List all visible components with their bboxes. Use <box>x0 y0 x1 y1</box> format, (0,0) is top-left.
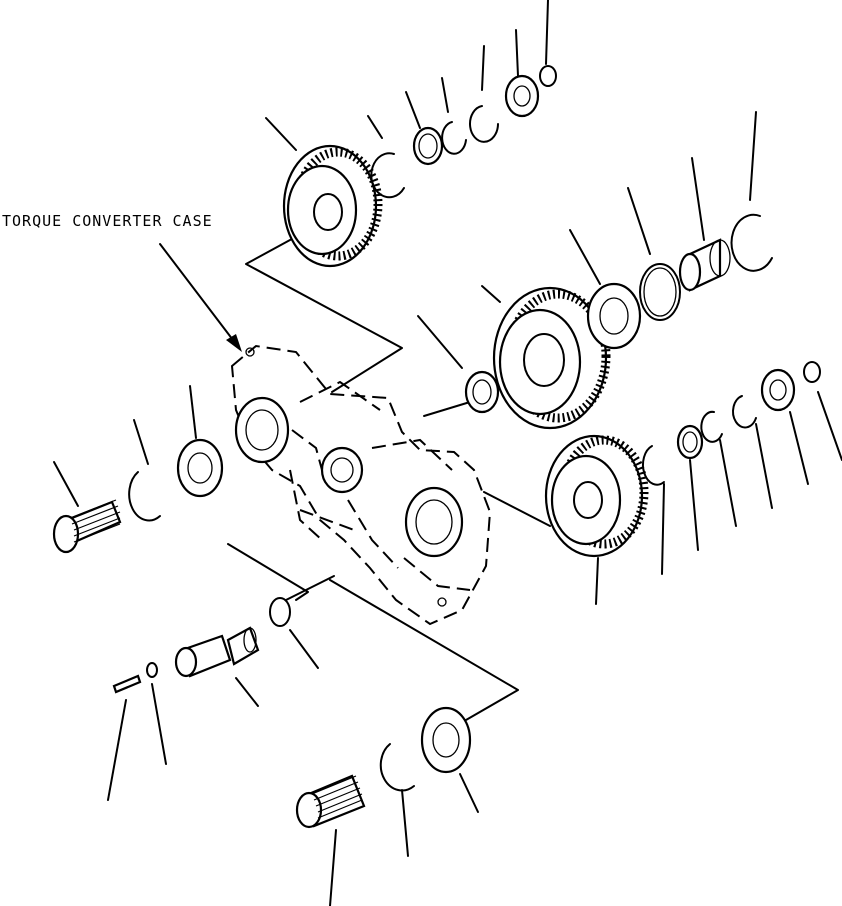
snap-ring-lower-1 <box>642 445 665 575</box>
snap-ring-upper-3 <box>469 45 499 143</box>
spline-coupling-bottom <box>295 774 366 906</box>
o-ring-bottom <box>269 597 319 669</box>
snap-ring-upper-2 <box>441 77 467 155</box>
ball-bearing-lower <box>760 368 809 485</box>
washer-lower <box>803 361 842 461</box>
washer-bottom <box>146 662 167 765</box>
snap-ring-lower-2 <box>700 410 737 527</box>
o-ring-mid <box>627 187 681 321</box>
drive-gear-large <box>481 285 611 430</box>
torque-converter-case-label: TORQUE CONVERTER CASE <box>2 212 213 230</box>
ball-bearing-upper <box>504 29 540 118</box>
snap-ring-bottom <box>379 743 415 857</box>
shim-upper <box>405 91 444 166</box>
snap-ring-lower-3 <box>732 395 773 509</box>
bolt-bottom <box>107 674 142 801</box>
washer-upper <box>539 0 557 87</box>
ball-bearing-bottom <box>420 706 479 813</box>
roller-bearing-mid <box>569 229 642 350</box>
upper-idler-gear <box>265 117 383 268</box>
needle-bearing-mid <box>678 157 731 292</box>
snap-ring-upper-1 <box>367 115 405 199</box>
snap-ring-left <box>128 419 161 522</box>
spline-coupling-left <box>52 461 122 554</box>
assembly-guide-lines <box>227 227 551 721</box>
shim-lower <box>676 424 704 551</box>
seal-ring-mid <box>417 315 500 414</box>
torque-converter-case <box>230 344 492 626</box>
snap-ring-mid <box>730 111 773 272</box>
output-gear <box>544 434 649 605</box>
ball-bearing-left <box>176 385 224 498</box>
label-arrow <box>159 243 242 352</box>
stator-shaft <box>174 626 260 707</box>
